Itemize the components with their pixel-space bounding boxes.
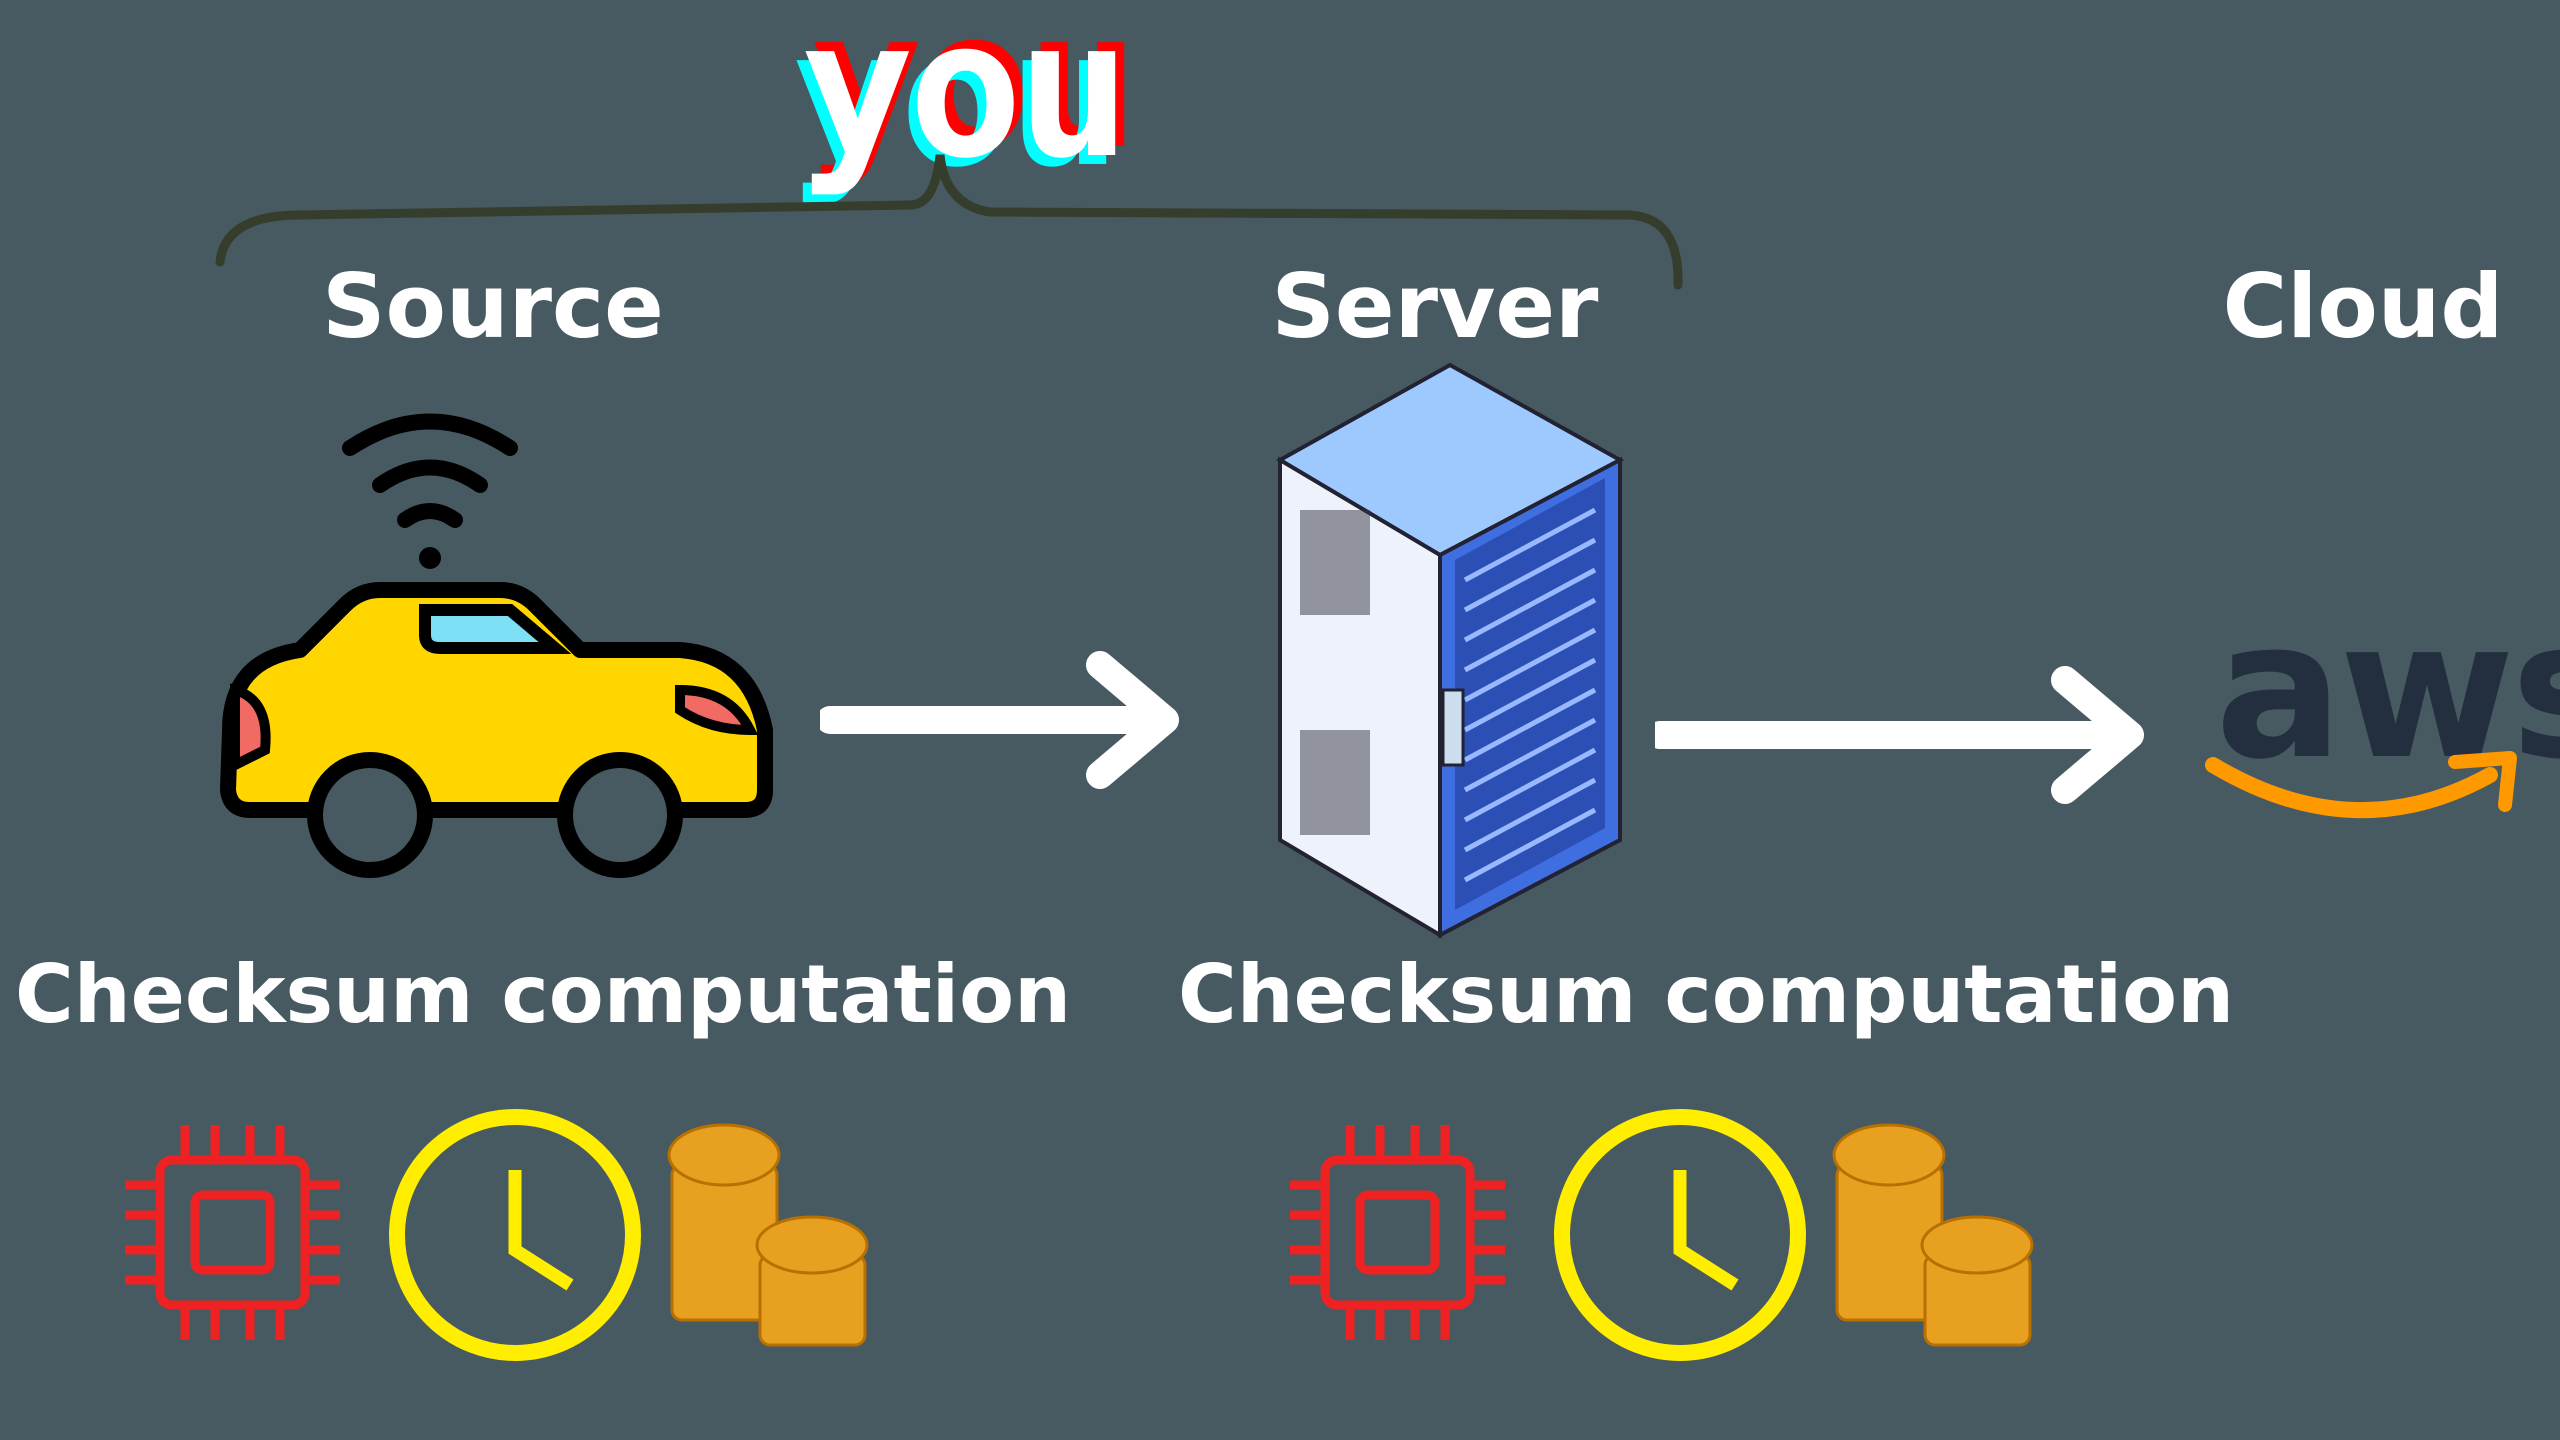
wifi-icon bbox=[342, 413, 518, 569]
source-label: Source bbox=[322, 255, 664, 358]
cpu-icon bbox=[125, 1125, 340, 1340]
source-cost-icons bbox=[100, 1105, 900, 1369]
coins-icon bbox=[667, 1123, 869, 1347]
source-checksum-label: Checksum computation bbox=[15, 948, 1072, 1041]
you-label: you bbox=[800, 0, 1131, 200]
server-checksum-label: Checksum computation bbox=[1178, 948, 2235, 1041]
cpu-icon bbox=[1290, 1125, 1505, 1340]
cloud-label: Cloud bbox=[2222, 255, 2504, 358]
aws-smile-icon bbox=[2205, 751, 2517, 819]
server-label: Server bbox=[1271, 255, 1599, 358]
arrow-right-icon bbox=[1655, 666, 2144, 804]
clock-icon bbox=[389, 1109, 641, 1361]
car-icon bbox=[220, 582, 773, 878]
coins-icon bbox=[1832, 1123, 2034, 1347]
server-rack-icon bbox=[1275, 362, 1625, 939]
server-cost-icons bbox=[1265, 1105, 2065, 1369]
clock-icon bbox=[1554, 1109, 1806, 1361]
arrow-right-icon bbox=[820, 651, 1179, 789]
